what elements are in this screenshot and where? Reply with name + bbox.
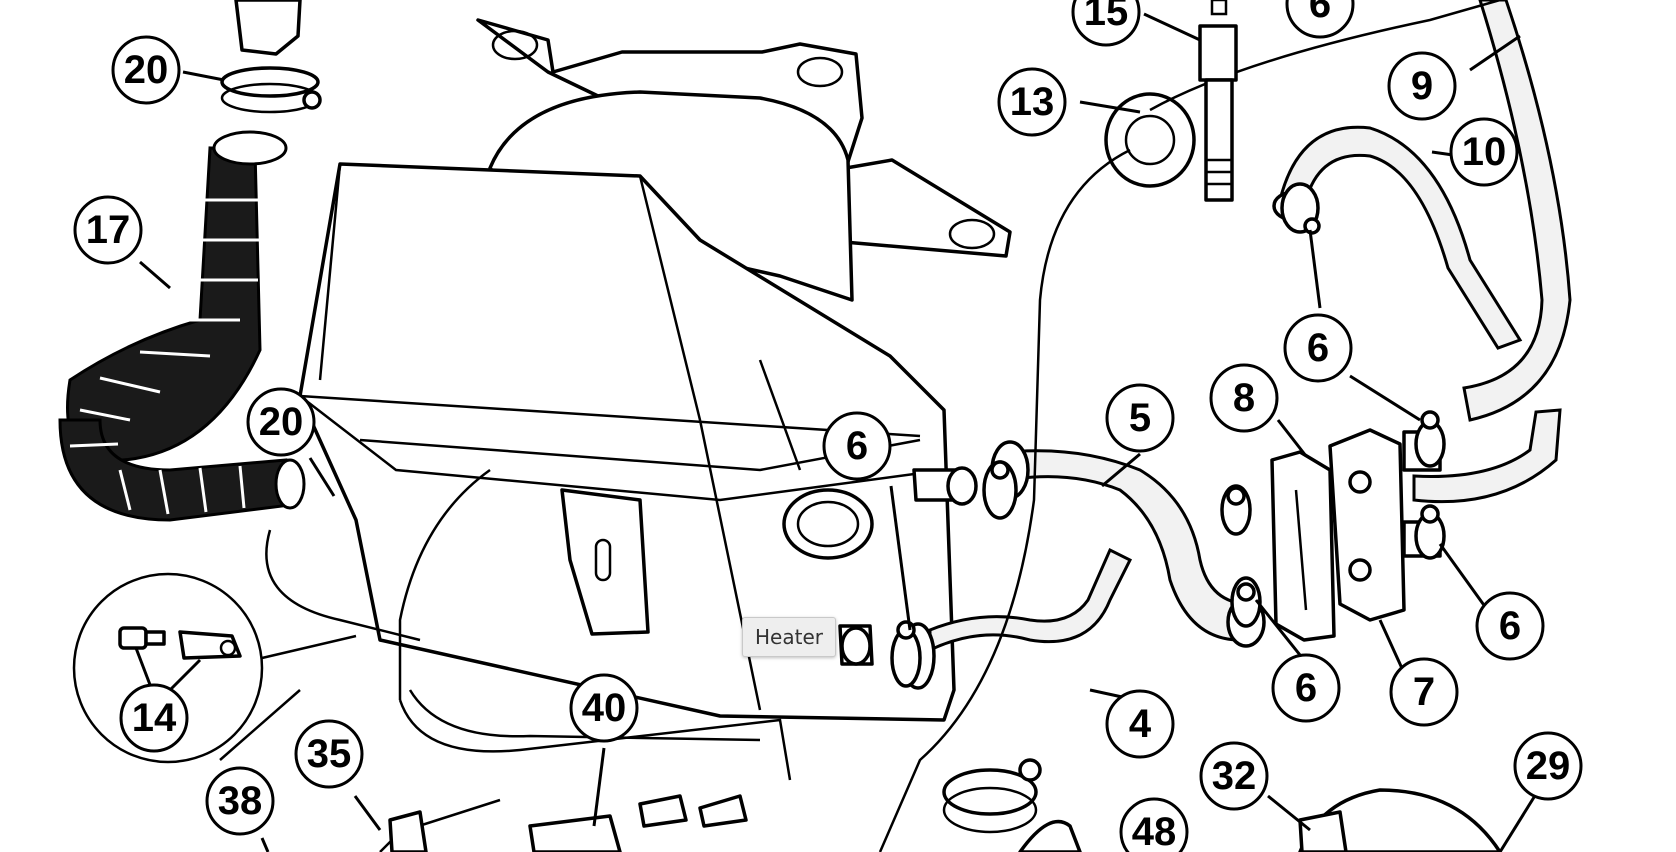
callout-10: 10 bbox=[1449, 117, 1519, 187]
svg-text:38: 38 bbox=[218, 779, 263, 823]
temperature-sensor[interactable] bbox=[379, 798, 501, 852]
callout-6-top: 6 bbox=[1285, 0, 1355, 39]
svg-text:32: 32 bbox=[1212, 754, 1257, 798]
svg-text:40: 40 bbox=[582, 686, 627, 730]
callout-14: 14 bbox=[119, 683, 189, 753]
callout-6-right: 6 bbox=[1475, 591, 1545, 661]
svg-text:20: 20 bbox=[259, 400, 304, 444]
callout-15: 15 bbox=[1071, 0, 1141, 47]
hose-clip-top[interactable] bbox=[220, 0, 322, 114]
callout-4: 4 bbox=[1105, 689, 1175, 759]
callout-38: 38 bbox=[205, 766, 275, 836]
svg-text:5: 5 bbox=[1129, 396, 1151, 440]
callout-40: 40 bbox=[569, 673, 639, 743]
svg-text:6: 6 bbox=[1295, 666, 1317, 710]
svg-text:6: 6 bbox=[846, 424, 868, 468]
corrugated-hose[interactable] bbox=[58, 130, 306, 522]
svg-text:6: 6 bbox=[1499, 604, 1521, 648]
heater-hose-5[interactable] bbox=[990, 440, 1266, 648]
stud-bolt[interactable] bbox=[1198, 0, 1238, 202]
svg-text:10: 10 bbox=[1462, 130, 1507, 174]
inset-detail bbox=[72, 572, 357, 764]
callout-7: 7 bbox=[1389, 657, 1459, 727]
lower-clips[interactable] bbox=[942, 758, 1502, 852]
callout-6-mid: 6 bbox=[1283, 313, 1353, 383]
svg-text:13: 13 bbox=[1010, 80, 1055, 124]
heater-valve[interactable] bbox=[1270, 428, 1442, 642]
svg-text:15: 15 bbox=[1084, 0, 1129, 34]
svg-text:35: 35 bbox=[307, 732, 352, 776]
svg-text:6: 6 bbox=[1309, 0, 1331, 26]
heater-hose-9[interactable] bbox=[1462, 0, 1572, 422]
svg-text:4: 4 bbox=[1129, 702, 1152, 746]
callout-5: 5 bbox=[1105, 383, 1175, 453]
callout-6-lower: 6 bbox=[1271, 653, 1341, 723]
callout-17: 17 bbox=[73, 195, 143, 265]
leader-lines bbox=[139, 12, 1538, 852]
svg-text:6: 6 bbox=[1307, 326, 1329, 370]
svg-text:29: 29 bbox=[1526, 744, 1571, 788]
callout-8: 8 bbox=[1209, 363, 1279, 433]
svg-text:7: 7 bbox=[1413, 670, 1435, 714]
callout-29: 29 bbox=[1513, 731, 1583, 801]
heater-unit[interactable] bbox=[298, 18, 1012, 722]
callout-9: 9 bbox=[1387, 51, 1457, 121]
hose-clips[interactable] bbox=[890, 182, 1446, 688]
callout-35: 35 bbox=[294, 719, 364, 789]
svg-text:20: 20 bbox=[124, 48, 169, 92]
callout-32: 32 bbox=[1199, 741, 1269, 811]
callout-13: 13 bbox=[997, 67, 1067, 137]
svg-text:17: 17 bbox=[86, 208, 131, 252]
valve-hose-lower[interactable] bbox=[1412, 408, 1562, 504]
callout-20-left: 20 bbox=[246, 387, 316, 457]
svg-text:9: 9 bbox=[1411, 64, 1433, 108]
grommet[interactable] bbox=[878, 0, 1501, 852]
svg-text:8: 8 bbox=[1233, 376, 1255, 420]
wiring-harness[interactable] bbox=[265, 468, 792, 852]
callout-6-heater: 6 bbox=[822, 411, 892, 481]
heater-tooltip: Heater bbox=[742, 617, 836, 657]
svg-text:48: 48 bbox=[1132, 810, 1177, 852]
svg-text:14: 14 bbox=[132, 696, 177, 740]
callout-20-top: 20 bbox=[111, 35, 181, 105]
callout-48: 48 bbox=[1119, 797, 1189, 852]
